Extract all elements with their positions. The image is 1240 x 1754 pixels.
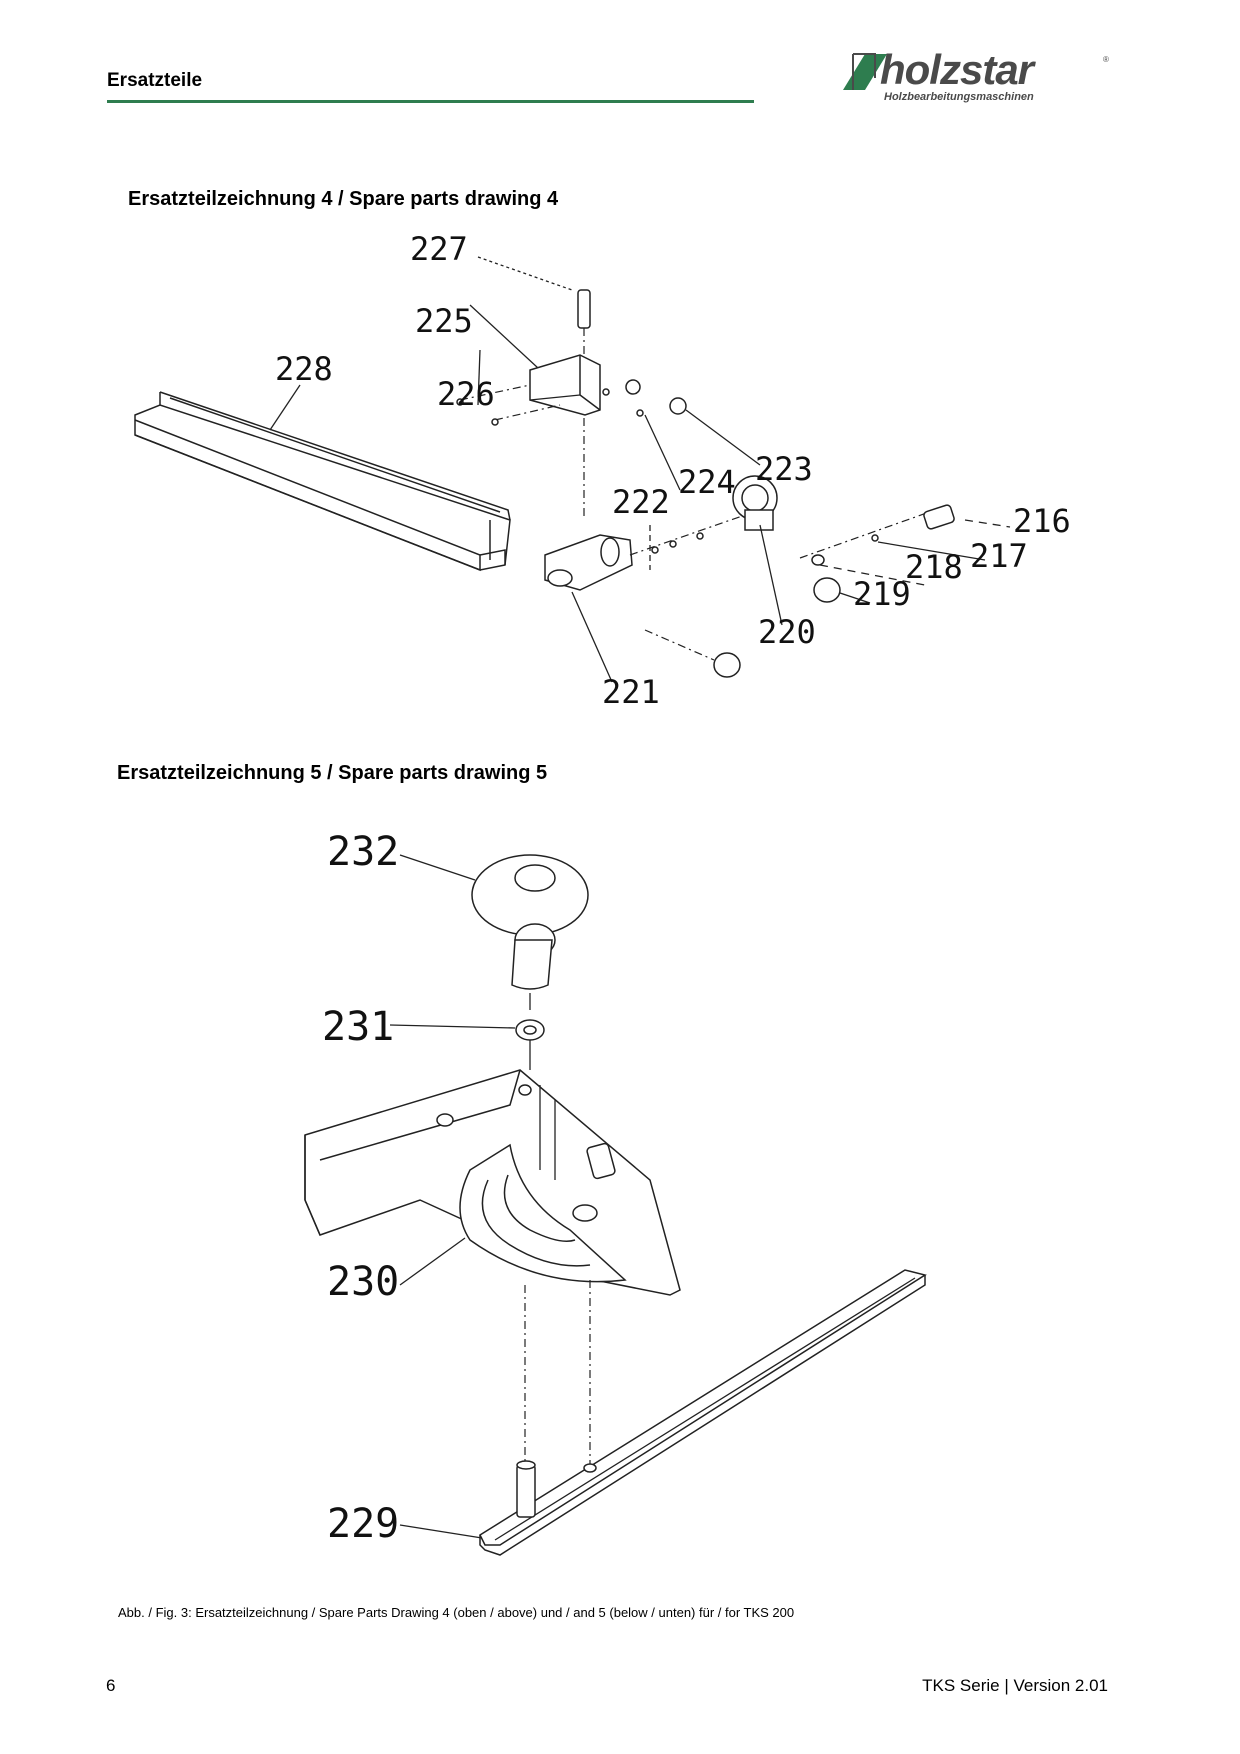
spare-parts-drawing-5: 232 231 230 229 [304,829,927,1556]
washer-part-231 [515,1019,545,1041]
figure-caption: Abb. / Fig. 3: Ersatzteilzeichnung / Spa… [118,1605,795,1620]
page-header-title: Ersatzteile [107,70,203,91]
spare-parts-drawing-4: 227 225 228 226 224 223 222 216 217 218 … [134,230,1071,711]
rail-part-229 [479,1269,927,1556]
callout-226: 226 [437,375,495,413]
leader-lines [269,256,1011,683]
callout-225: 225 [415,302,473,340]
clamp-part-220 [732,475,778,531]
washer-part-218 [799,509,936,566]
callout-224: 224 [678,463,736,501]
screw-part-216 [923,504,955,530]
callout-222: 222 [612,483,670,521]
logo-wordmark: holzstar [880,46,1034,93]
callout-220: 220 [758,613,816,651]
callout-231: 231 [322,1004,394,1050]
callout-230: 230 [327,1259,399,1305]
callout-216: 216 [1013,502,1071,540]
logo-registered-mark: ® [1103,55,1109,64]
block-part-225 [456,354,601,426]
pin-part-229 [516,1460,536,1518]
nut-part-223 [602,379,687,417]
callout-228: 228 [275,350,333,388]
document-version: TKS Serie | Version 2.01 [922,1676,1108,1695]
callout-229: 229 [327,1501,399,1547]
callout-219: 219 [853,575,911,613]
knob-part-232 [471,854,589,990]
protractor-part-230 [304,1069,681,1296]
callout-223: 223 [755,450,813,488]
callout-221: 221 [602,673,660,711]
callout-218: 218 [905,548,963,586]
callout-227: 227 [410,230,468,268]
knob-part-219 [813,577,841,603]
header-divider [107,100,754,103]
holzstar-logo-icon [843,53,887,90]
rail-part-228 [134,391,511,572]
callout-217: 217 [970,537,1028,575]
drawing-5-heading: Ersatzteilzeichnung 5 / Spare parts draw… [117,762,548,784]
knob-part-lower [644,629,741,678]
bracket-part-221 [544,514,746,591]
logo-subtitle: Holzbearbeitungsmaschinen [884,91,1034,103]
drawing-4-heading: Ersatzteilzeichnung 4 / Spare parts draw… [128,188,559,210]
page-number: 6 [106,1676,116,1695]
callout-232: 232 [327,829,399,875]
